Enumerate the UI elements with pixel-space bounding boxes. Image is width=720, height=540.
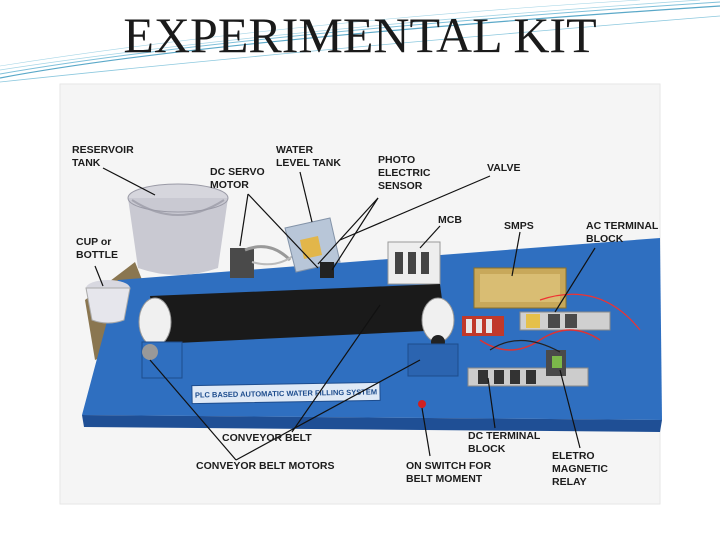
label-smps: SMPS (504, 220, 534, 232)
label-line: MAGNETIC (552, 463, 608, 475)
panel-sticker-text: PLC BASED AUTOMATIC WATER FILLING SYSTEM (195, 387, 377, 399)
panel-sticker: PLC BASED AUTOMATIC WATER FILLING SYSTEM (191, 381, 381, 405)
label-water-level-tank: WATER LEVEL TANK (276, 144, 341, 170)
label-line: ELECTRIC (378, 167, 431, 179)
belt-motor-left (141, 341, 183, 379)
label-line: BOTTLE (76, 249, 118, 261)
label-mcb: MCB (438, 214, 462, 226)
label-electro-magnetic-relay: ELETRO MAGNETIC RELAY (552, 450, 608, 489)
label-line: TANK (72, 157, 101, 169)
mcb (387, 241, 441, 285)
label-line: LEVEL TANK (276, 157, 341, 169)
label-photo-electric-sensor: PHOTO ELECTRIC SENSOR (378, 154, 431, 193)
label-line: AC TERMINAL (586, 220, 659, 232)
red-terminals (462, 316, 504, 336)
label-cup-or-bottle: CUP or BOTTLE (76, 236, 118, 262)
relay (546, 350, 566, 376)
conveyor-belt (138, 284, 455, 349)
reservoir-tank (127, 183, 229, 275)
ac-terminal-block (519, 311, 611, 331)
label-conveyor-belt: CONVEYOR BELT (222, 432, 312, 444)
label-dc-terminal-block: DC TERMINAL BLOCK (468, 430, 540, 456)
slide-title: EXPERIMENTAL KIT (123, 7, 597, 63)
label-line: CUP or (76, 236, 112, 248)
label-line: RESERVOIR (72, 144, 134, 156)
label-line: WATER (276, 144, 314, 156)
title-swoosh-decoration (0, 0, 720, 83)
label-line: BLOCK (468, 443, 506, 455)
belt-motor-right (407, 343, 459, 377)
water-level-tank (284, 217, 341, 278)
label-dc-servo-motor: DC SERVO MOTOR (210, 166, 265, 192)
label-line: BELT MOMENT (406, 473, 483, 485)
on-switch (418, 400, 426, 408)
label-on-switch: ON SWITCH FOR BELT MOMENT (406, 460, 491, 486)
label-ac-terminal-block: AC TERMINAL BLOCK (586, 220, 658, 246)
label-line: PHOTO (378, 154, 416, 166)
label-conveyor-belt-motors: CONVEYOR BELT MOTORS (196, 460, 335, 472)
dc-terminal-block (467, 367, 589, 387)
label-reservoir-tank: RESERVOIR TANK (72, 144, 134, 170)
label-line: DC TERMINAL (468, 430, 541, 442)
label-line: SENSOR (378, 180, 423, 192)
label-line: ELETRO (552, 450, 595, 462)
label-line: BLOCK (586, 233, 624, 245)
cup-bottle (85, 280, 131, 324)
label-valve: VALVE (487, 162, 521, 174)
label-line: RELAY (552, 476, 587, 488)
label-line: MOTOR (210, 179, 249, 191)
label-line: ON SWITCH FOR (406, 460, 492, 472)
label-line: DC SERVO (210, 166, 265, 178)
smps (473, 267, 567, 309)
pointer-lines (94, 167, 596, 461)
